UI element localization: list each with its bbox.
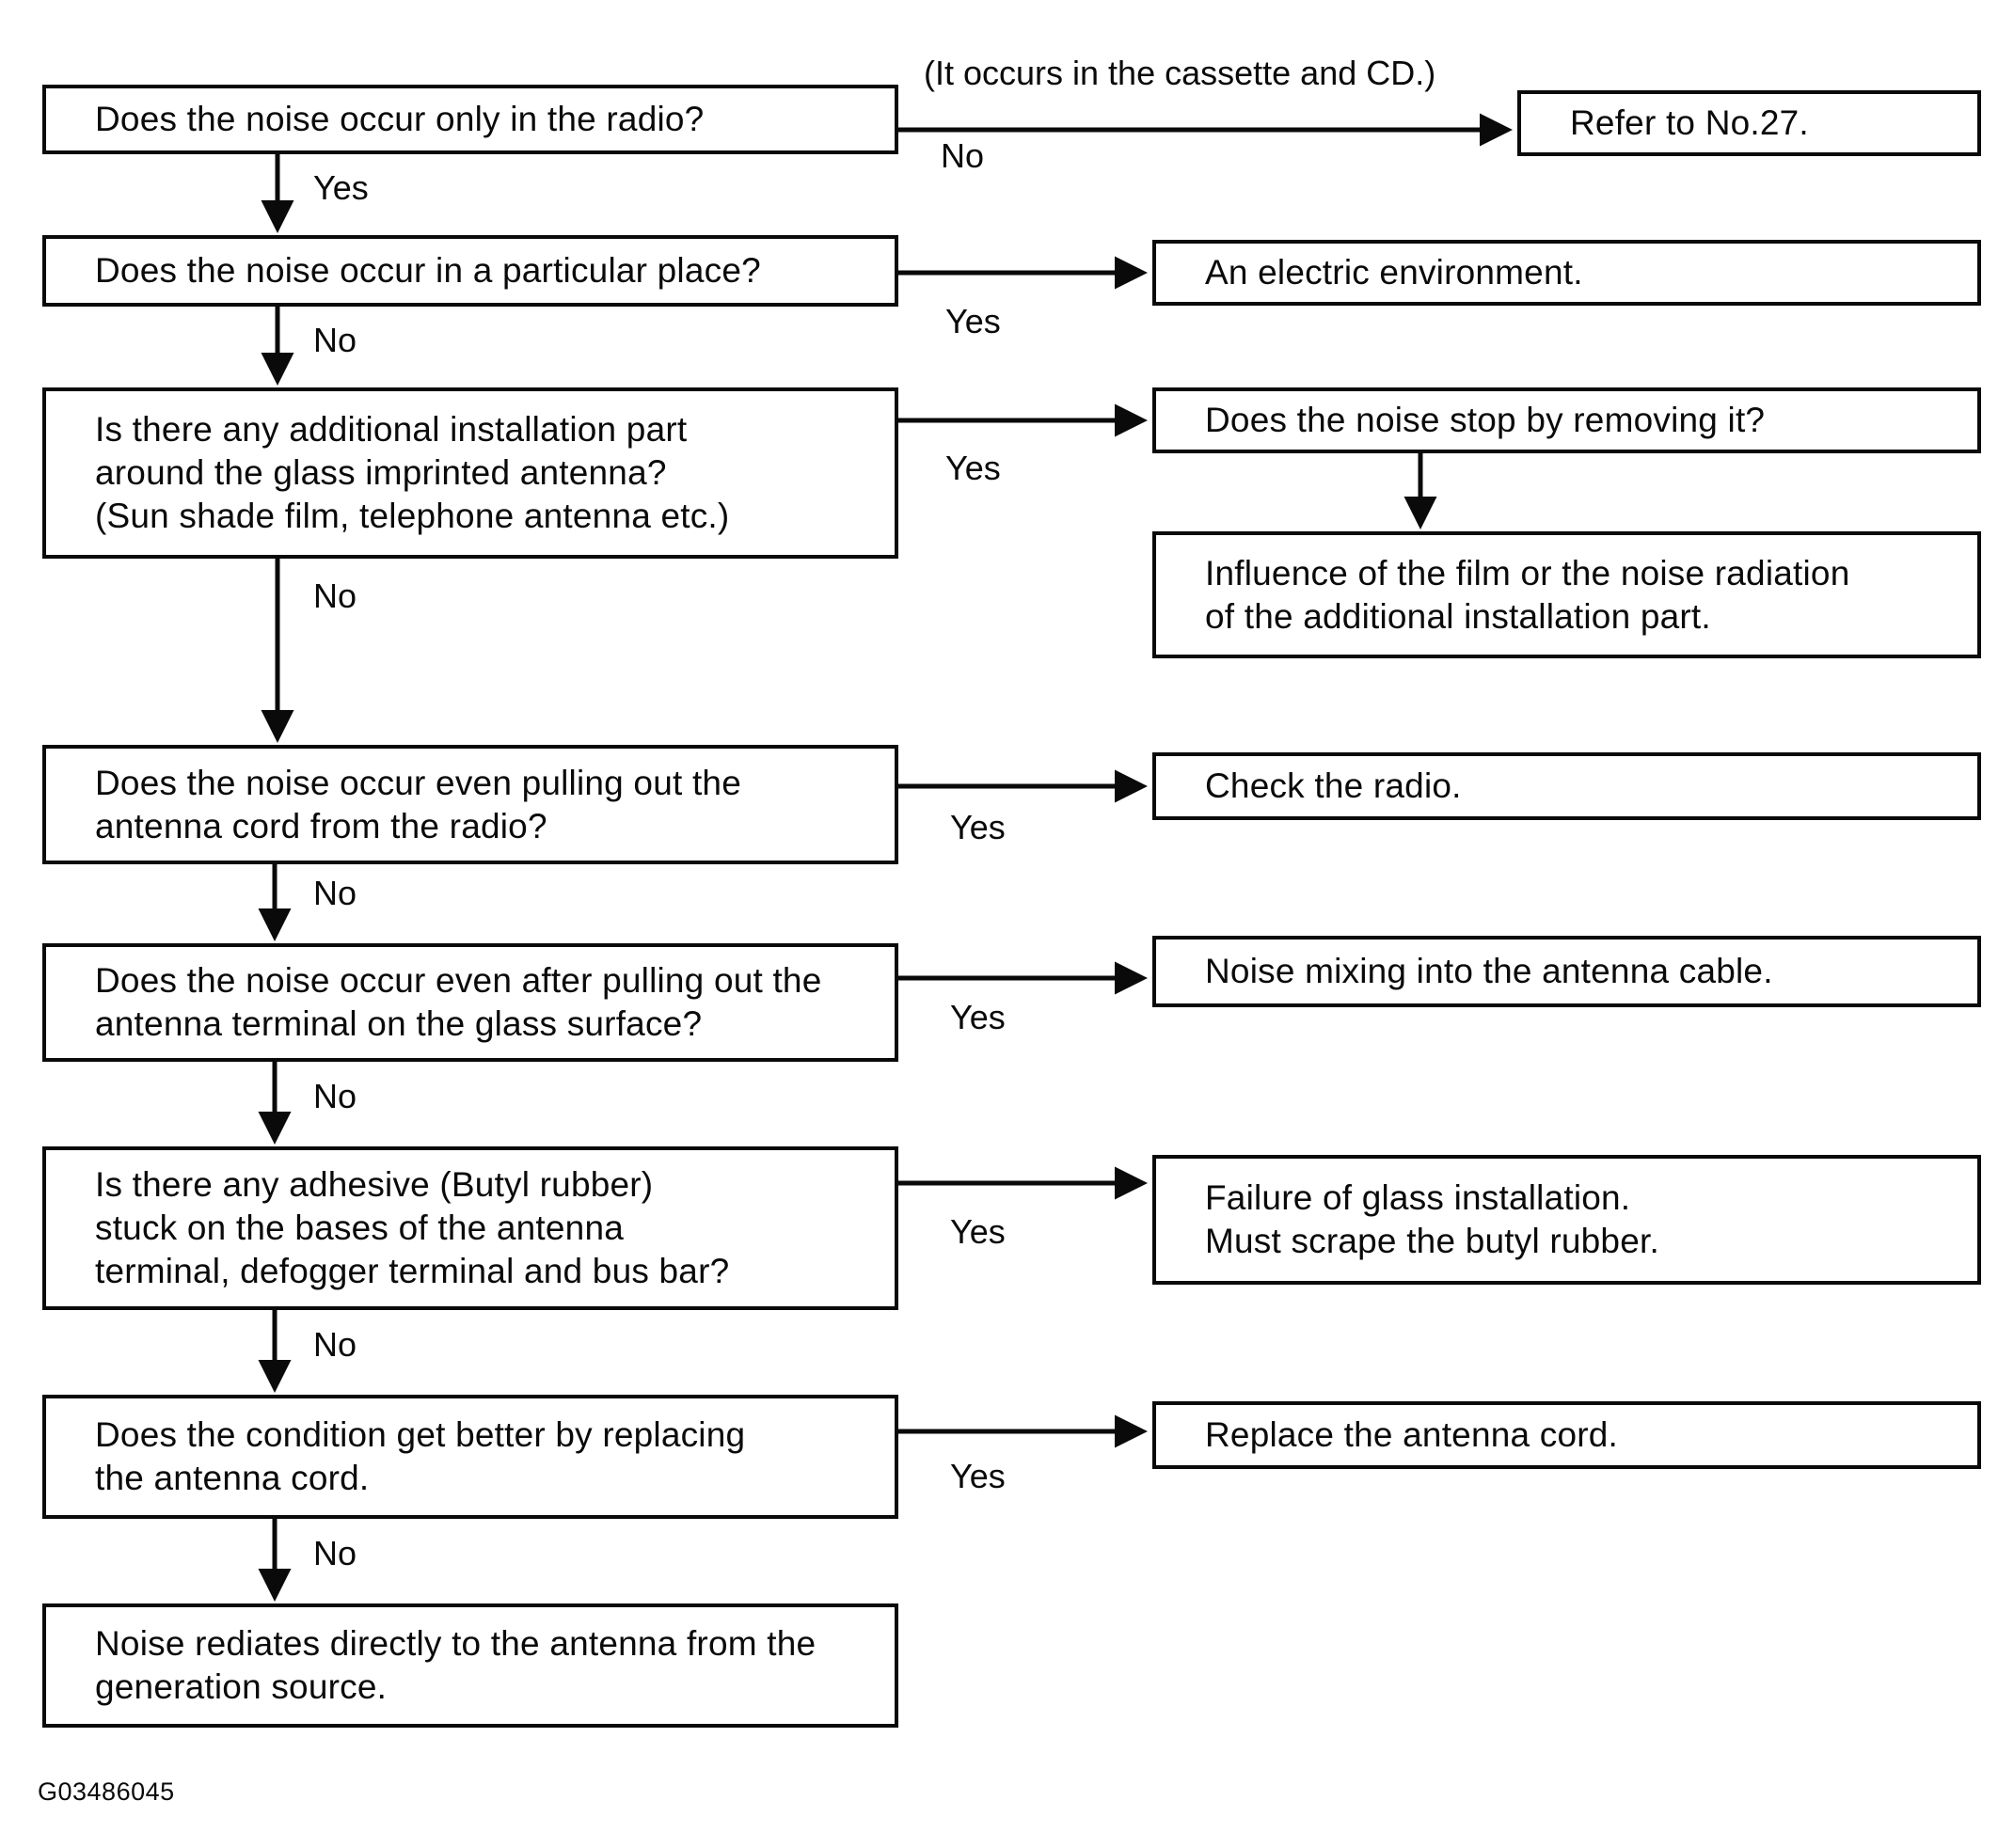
- edge-label-yes: Yes: [950, 998, 1006, 1036]
- question-text: Does the noise occur in a particular pla…: [95, 251, 761, 290]
- result-noise-mixing-antenna-cable: Noise mixing into the antenna cable.: [1152, 936, 1981, 1007]
- edge-label-yes: Yes: [950, 808, 1006, 846]
- result-text: Failure of glass installation.: [1205, 1178, 1631, 1217]
- result-text: An electric environment.: [1205, 253, 1583, 292]
- question-adhesive-butyl-rubber: Is there any adhesive (Butyl rubber) stu…: [42, 1146, 898, 1310]
- question-text: Does the noise occur even pulling out th…: [95, 763, 741, 802]
- edge-label-yes: Yes: [950, 1212, 1006, 1251]
- result-text: Noise mixing into the antenna cable.: [1205, 952, 1773, 990]
- question-noise-particular-place: Does the noise occur in a particular pla…: [42, 235, 898, 307]
- question-text: (Sun shade film, telephone antenna etc.): [95, 497, 730, 535]
- edge-label-yes: Yes: [945, 302, 1001, 340]
- edge-label-no: No: [313, 1077, 357, 1115]
- result-influence-of-film: Influence of the film or the noise radia…: [1152, 531, 1981, 658]
- edge-label-yes: Yes: [945, 449, 1001, 487]
- result-text: Replace the antenna cord.: [1205, 1415, 1619, 1454]
- result-text: Check the radio.: [1205, 766, 1462, 805]
- question-text: Does the noise occur only in the radio?: [95, 100, 705, 138]
- conclusion-text: Noise rediates directly to the antenna f…: [95, 1624, 817, 1663]
- result-replace-antenna-cord: Replace the antenna cord.: [1152, 1401, 1981, 1469]
- question-better-replacing-cord: Does the condition get better by replaci…: [42, 1395, 898, 1519]
- question-text: antenna cord from the radio?: [95, 806, 547, 845]
- question-text: antenna terminal on the glass surface?: [95, 1004, 703, 1043]
- result-text: Influence of the film or the noise radia…: [1205, 553, 1850, 592]
- figure-code: G03486045: [38, 1777, 175, 1806]
- result-failure-glass-installation: Failure of glass installation. Must scra…: [1152, 1155, 1981, 1285]
- question-noise-only-radio: Does the noise occur only in the radio?: [42, 85, 898, 154]
- result-text: Refer to No.27.: [1570, 103, 1809, 142]
- edge-label-no: No: [941, 136, 985, 175]
- conclusion-noise-radiates-to-antenna: Noise rediates directly to the antenna f…: [42, 1603, 898, 1728]
- result-check-the-radio: Check the radio.: [1152, 752, 1981, 820]
- result-refer-no27: Refer to No.27.: [1517, 90, 1981, 156]
- question-text: Does the condition get better by replaci…: [95, 1415, 746, 1454]
- question-text: the antenna cord.: [95, 1459, 370, 1497]
- question-noise-stop-by-removing: Does the noise stop by removing it?: [1152, 387, 1981, 453]
- edge-label-no: No: [313, 577, 357, 615]
- edge-label-yes: Yes: [950, 1457, 1006, 1495]
- result-text: of the additional installation part.: [1205, 596, 1711, 636]
- question-text: terminal, defogger terminal and bus bar?: [95, 1252, 730, 1290]
- question-text: Is there any adhesive (Butyl rubber): [95, 1165, 654, 1204]
- result-text: Must scrape the butyl rubber.: [1205, 1222, 1659, 1260]
- edge-label-no: No: [313, 1325, 357, 1364]
- question-text: Does the noise stop by removing it?: [1205, 401, 1766, 439]
- question-noise-pulling-antenna-cord: Does the noise occur even pulling out th…: [42, 745, 898, 864]
- note-cassette-cd: (It occurs in the cassette and CD.): [924, 54, 1436, 92]
- question-text: around the glass imprinted antenna?: [95, 453, 667, 492]
- question-text: stuck on the bases of the antenna: [95, 1208, 624, 1247]
- question-additional-installation-part: Is there any additional installation par…: [42, 387, 898, 559]
- question-text: Does the noise occur even after pulling …: [95, 961, 822, 1000]
- edge-label-no: No: [313, 321, 357, 359]
- edge-label-yes: Yes: [313, 168, 369, 207]
- conclusion-text: generation source.: [95, 1667, 388, 1706]
- edge-label-no: No: [313, 1534, 357, 1572]
- question-noise-pulling-antenna-terminal: Does the noise occur even after pulling …: [42, 943, 898, 1062]
- question-text: Is there any additional installation par…: [95, 410, 688, 449]
- edge-label-no: No: [313, 874, 357, 912]
- result-electric-environment: An electric environment.: [1152, 240, 1981, 306]
